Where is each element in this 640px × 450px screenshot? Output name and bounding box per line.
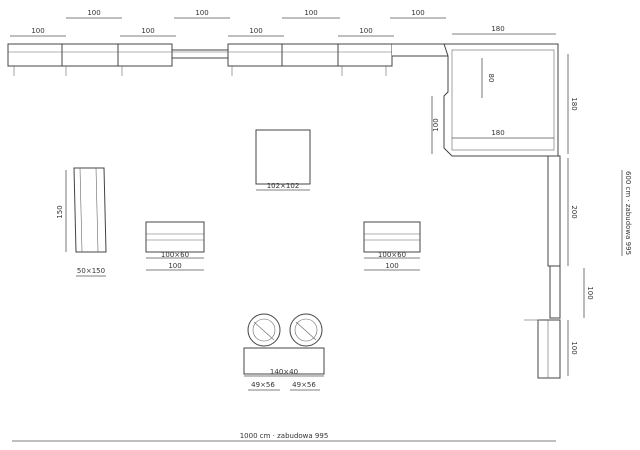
bench-right-label: 100×60: [378, 251, 406, 259]
right-segment-100-label: 100: [586, 286, 594, 299]
chairs: [247, 313, 323, 347]
bench-left-width-label: 100: [168, 262, 181, 270]
upper-dimension-row: 100 100 100 100: [66, 9, 446, 19]
chair-right-label: 49×56: [292, 381, 316, 389]
wall-module: [337, 43, 393, 67]
bench-right: 100×60 100: [363, 221, 421, 271]
dim-label: 100: [411, 9, 424, 17]
left-module-height-label: 150: [56, 205, 64, 218]
dim-label: 100: [195, 9, 208, 17]
right-segment-100-label: 100: [570, 341, 578, 354]
dim-label: 100: [141, 27, 154, 35]
left-module-label: 50×150: [77, 267, 105, 275]
corner-inner: [451, 49, 555, 151]
corner-unit: 180 80 100 180 180: [431, 25, 578, 157]
bench-right-width-label: 100: [385, 262, 398, 270]
bench-right-body: [363, 221, 421, 253]
corner-outline: [443, 43, 559, 157]
center-table-label: 102×102: [267, 182, 300, 190]
wall-module-end: [392, 43, 451, 57]
left-module: 150 50×150: [56, 167, 107, 277]
coffee-table-top: [243, 347, 325, 375]
dim-label: 100: [304, 9, 317, 17]
dim-label: 100: [249, 27, 262, 35]
center-table-top: [255, 129, 311, 185]
wall-module: [117, 43, 173, 67]
bench-left: 100×60 100: [145, 221, 205, 271]
bench-left-label: 100×60: [161, 251, 189, 259]
lower-dimension-row: 100 100 100 100: [10, 27, 394, 37]
coffee-table-label: 140×40: [270, 368, 298, 376]
left-module-body: [73, 167, 107, 253]
coffee-table: 140×40 49×56 49×56: [243, 347, 325, 391]
right-wall: 200 100 100 600 cm · zabudowa 995: [524, 155, 632, 379]
right-wall-upper: [547, 155, 561, 267]
wall-module: [61, 43, 119, 67]
dim-label: 100: [31, 27, 44, 35]
top-module-wall: [7, 43, 451, 76]
center-table: 102×102: [255, 129, 311, 191]
corner-height-label: 180: [570, 97, 578, 110]
corner-inner-width-label: 180: [491, 129, 504, 137]
dim-label: 100: [87, 9, 100, 17]
corner-depth-label: 80: [487, 74, 495, 83]
wall-module-thin: [171, 49, 229, 59]
wall-module: [7, 43, 63, 67]
right-segment-200-label: 200: [570, 205, 578, 218]
right-total-label: 600 cm · zabudowa 995: [624, 171, 632, 255]
bench-left-body: [145, 221, 205, 253]
right-wall-lower: [537, 319, 561, 379]
corner-side-label: 100: [432, 118, 440, 131]
right-wall-middle: [549, 265, 561, 319]
wall-module: [227, 43, 283, 67]
bottom-total-dimension: 1000 cm · zabudowa 995: [12, 432, 556, 442]
corner-width-label: 180: [491, 25, 504, 33]
dim-label: 100: [359, 27, 372, 35]
wall-module: [281, 43, 339, 67]
bottom-total-label: 1000 cm · zabudowa 995: [240, 432, 329, 440]
chair-left-label: 49×56: [251, 381, 275, 389]
